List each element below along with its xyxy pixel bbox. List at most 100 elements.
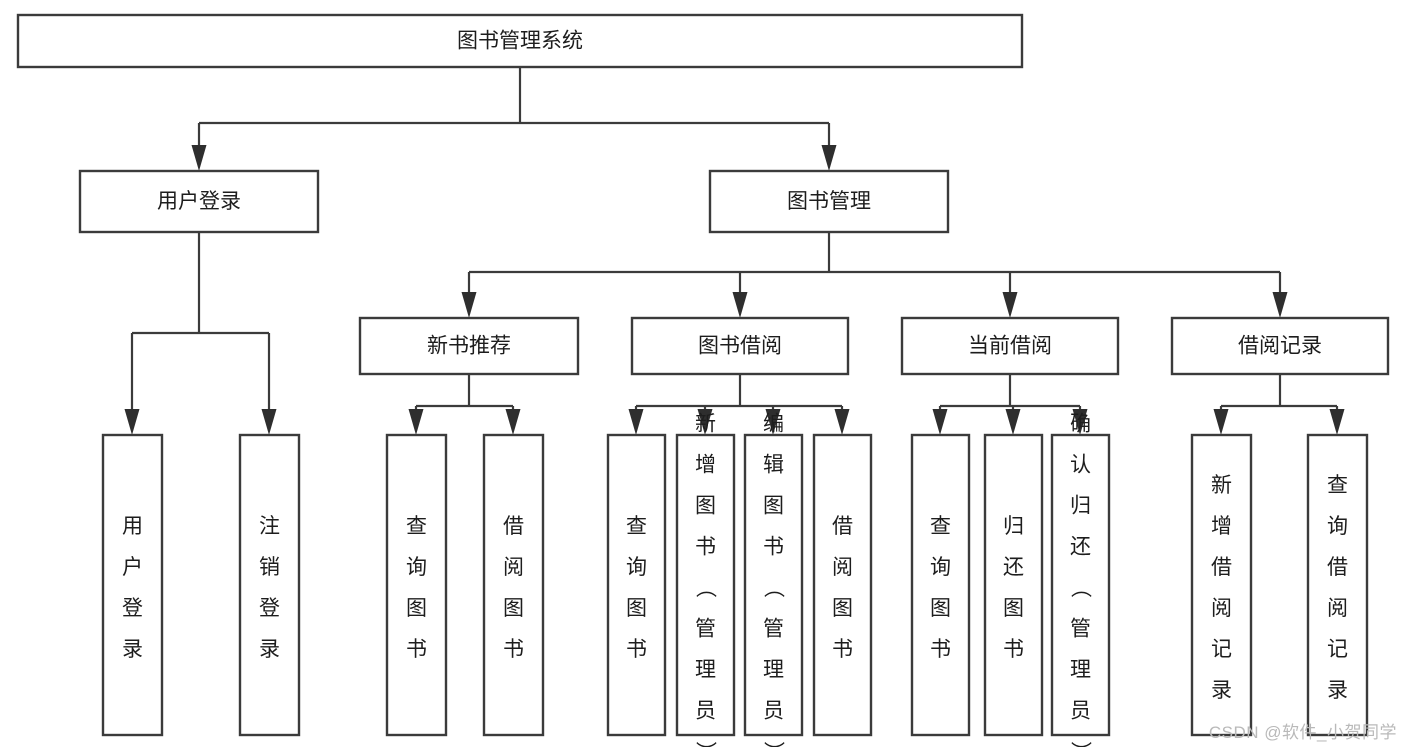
node-label-char: （ (694, 577, 717, 598)
node-label-char: ） (762, 741, 785, 747)
node-label-char: 图 (1003, 597, 1024, 620)
node-box[interactable] (708, 169, 950, 234)
node-leaf-用户登录-0[interactable]: 用户登录 (101, 433, 164, 737)
arrow-head-icon (1272, 292, 1288, 318)
node-label-char: 借 (503, 515, 524, 538)
node-box[interactable] (238, 433, 301, 737)
node-label-char: 借 (832, 515, 853, 538)
node-level2-用户登录-0[interactable]: 用户登录 (78, 169, 320, 234)
node-label-char: 记 (1327, 638, 1348, 661)
node-label-char: 新 (695, 413, 716, 436)
node-label-char: 图 (503, 597, 524, 620)
node-label-char: 图 (406, 597, 427, 620)
node-label-char: 查 (1327, 474, 1348, 497)
node-box[interactable] (385, 433, 448, 737)
node-label-char: 归 (1003, 515, 1024, 538)
node-level3-当前借阅-2[interactable]: 当前借阅 (900, 316, 1120, 376)
arrow-head-icon (1329, 409, 1345, 435)
node-label-char: （ (1069, 577, 1092, 598)
node-label-char: 销 (259, 556, 280, 579)
node-label-char: 管 (763, 618, 784, 641)
node-label-char: 书 (695, 536, 716, 559)
node-box[interactable] (16, 13, 1024, 69)
connector-group-records-to-leaves (1213, 374, 1345, 435)
node-label: 图书借阅 (698, 335, 782, 358)
node-box[interactable] (78, 169, 320, 234)
node-box[interactable] (910, 433, 971, 737)
node-label-char: 书 (1003, 638, 1024, 661)
node-label-char: 阅 (832, 556, 853, 579)
node-label-char: 询 (930, 556, 951, 579)
node-level2-图书管理-1[interactable]: 图书管理 (708, 169, 950, 234)
node-label-char: 理 (763, 659, 784, 682)
node-box[interactable] (1170, 316, 1390, 376)
node-level3-新书推荐-0[interactable]: 新书推荐 (358, 316, 580, 376)
node-label-char: 编 (763, 413, 784, 436)
node-label: 用户登录 (157, 190, 241, 213)
node-label-char: 认 (1070, 454, 1091, 477)
node-label-char: 归 (1070, 495, 1091, 518)
node-label: 图书管理 (787, 190, 871, 213)
node-label-char: 借 (1327, 556, 1348, 579)
node-label-char: 录 (1211, 679, 1232, 702)
node-label-char: 登 (259, 597, 280, 620)
node-label-char: 管 (1070, 618, 1091, 641)
node-level3-图书借阅-1[interactable]: 图书借阅 (630, 316, 850, 376)
node-label-char: 书 (930, 638, 951, 661)
arrow-head-icon (628, 409, 644, 435)
node-label-char: 新 (1211, 474, 1232, 497)
node-label-char: 借 (1211, 556, 1232, 579)
arrow-head-icon (1072, 409, 1088, 435)
node-box[interactable] (983, 433, 1044, 737)
arrow-head-icon (1002, 292, 1018, 318)
node-label: 新书推荐 (427, 335, 511, 358)
arrow-head-icon (732, 292, 748, 318)
node-box[interactable] (812, 433, 873, 737)
node-label-char: 辑 (763, 454, 784, 477)
node-box[interactable] (1050, 433, 1111, 737)
node-label-char: 管 (695, 618, 716, 641)
node-box[interactable] (675, 433, 736, 737)
node-label: 图书管理系统 (457, 30, 583, 53)
arrow-head-icon (261, 409, 277, 435)
node-label: 借阅记录 (1238, 335, 1322, 358)
node-box[interactable] (630, 316, 850, 376)
node-label-char: 录 (1327, 679, 1348, 702)
node-box[interactable] (900, 316, 1120, 376)
node-box[interactable] (1190, 433, 1253, 737)
connector-group-root-to-level2 (191, 67, 837, 171)
node-box[interactable] (482, 433, 545, 737)
arrow-head-icon (124, 409, 140, 435)
node-label-char: ） (1069, 741, 1092, 747)
arrow-head-icon (834, 409, 850, 435)
node-box[interactable] (606, 433, 667, 737)
node-box[interactable] (1306, 433, 1369, 737)
arrow-head-icon (932, 409, 948, 435)
node-label-char: 图 (930, 597, 951, 620)
arrow-head-icon (461, 292, 477, 318)
node-label-char: 询 (406, 556, 427, 579)
node-root-图书管理系统-0[interactable]: 图书管理系统 (16, 13, 1024, 69)
node-box[interactable] (743, 433, 804, 737)
node-label-char: 员 (695, 700, 716, 723)
node-box[interactable] (101, 433, 164, 737)
node-label-char: 图 (763, 495, 784, 518)
node-label-char: 理 (1070, 659, 1091, 682)
node-label-char: 书 (832, 638, 853, 661)
node-level3-借阅记录-3[interactable]: 借阅记录 (1170, 316, 1390, 376)
node-label-char: 还 (1070, 536, 1091, 559)
node-box[interactable] (358, 316, 580, 376)
node-label-char: 员 (1070, 700, 1091, 723)
